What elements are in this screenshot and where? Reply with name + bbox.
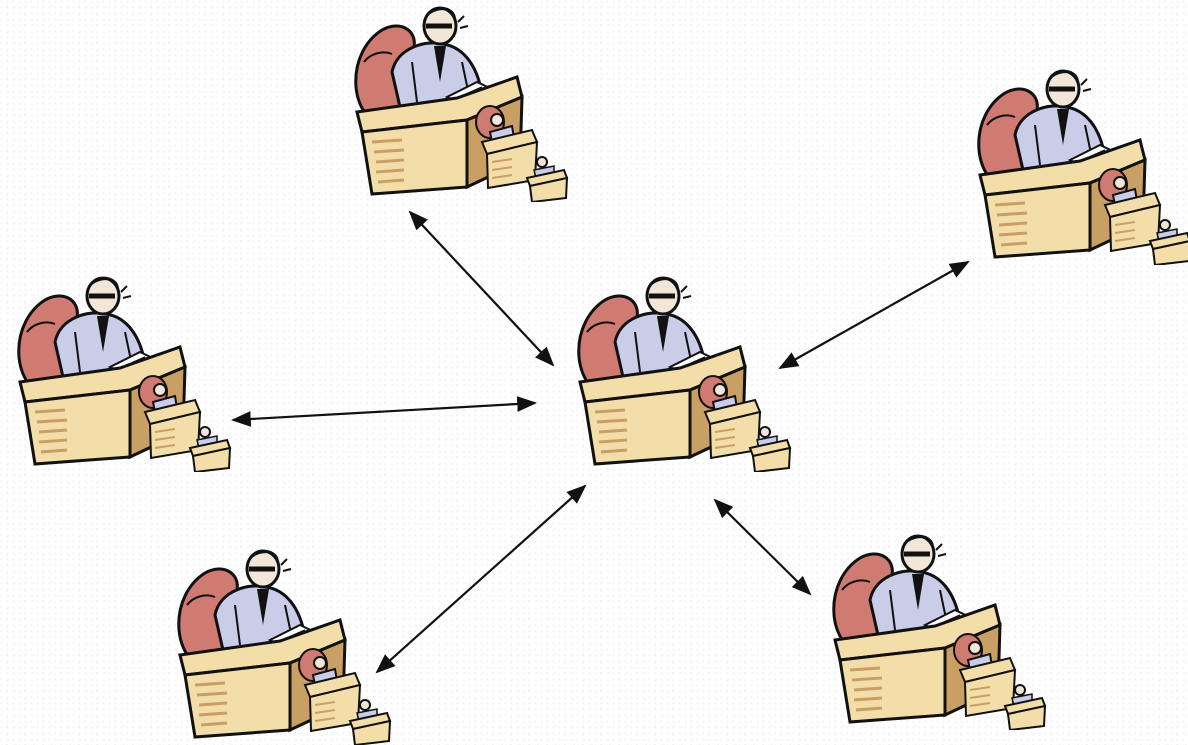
arrow-hub-to-bottom-right xyxy=(713,498,812,596)
connections xyxy=(231,210,970,674)
office-worker-icon-top-right xyxy=(979,70,1188,265)
office-worker-icon-hub xyxy=(579,277,790,472)
office-worker-icon-left xyxy=(19,277,230,472)
arrow-hub-to-bottom-left xyxy=(375,484,587,674)
office-worker-icon-top xyxy=(356,7,567,202)
nodes xyxy=(19,7,1188,745)
office-worker-icon-bottom-left xyxy=(179,550,390,745)
arrow-hub-to-top xyxy=(408,210,555,367)
office-worker-icon-bottom-right xyxy=(834,535,1045,730)
arrow-hub-to-left xyxy=(231,396,537,427)
arrow-hub-to-top-right xyxy=(778,261,970,369)
